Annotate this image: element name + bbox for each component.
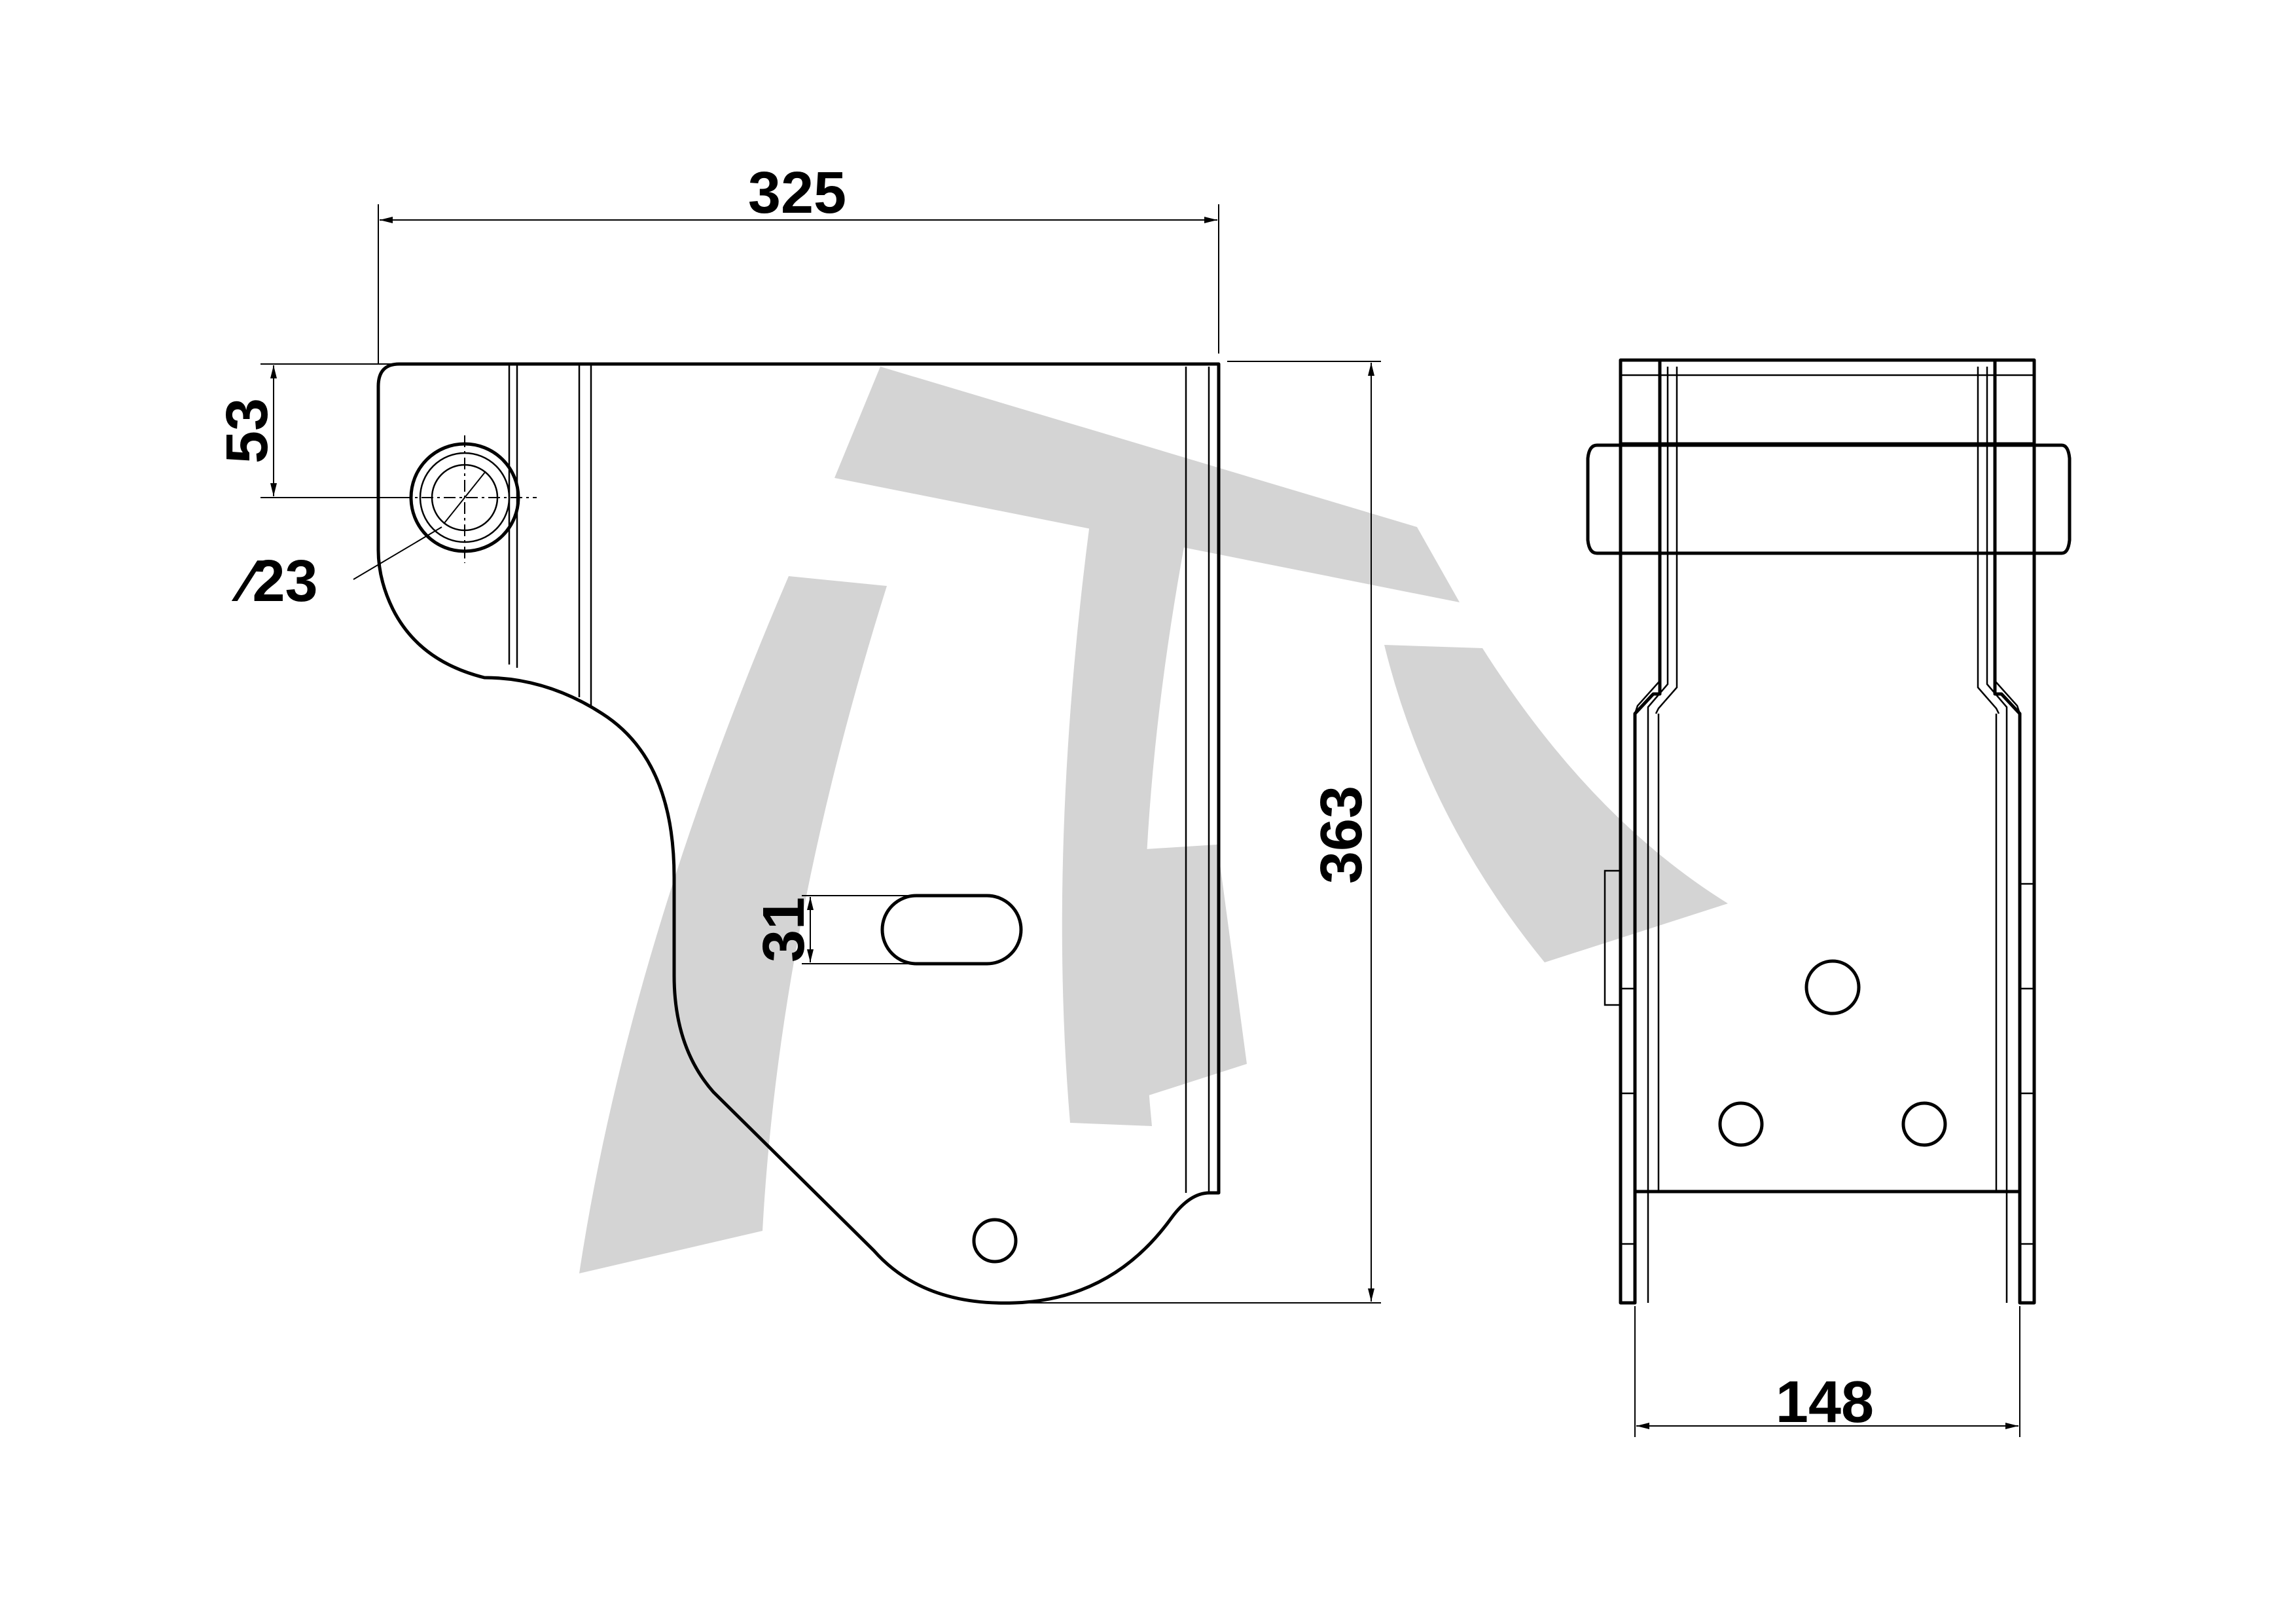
side-view	[1586, 358, 2072, 1305]
dim-363-label: 363	[1309, 786, 1374, 884]
top-header-bar	[1619, 358, 2036, 446]
dim-31-label: 31	[751, 897, 817, 962]
pin-diameter-leader	[353, 526, 442, 580]
adjustment-slot	[880, 894, 1023, 966]
front-view	[353, 362, 1221, 1305]
dim-325-label: 325	[748, 160, 846, 226]
dim-slot-width: 31	[751, 895, 913, 964]
right-inner-plate	[1994, 367, 2021, 714]
dim-diameter-23-label: ∕23	[231, 549, 317, 614]
dim-side-width: 148	[1634, 1306, 2020, 1437]
side-mounting-hole-top	[1804, 959, 1861, 1015]
pin-shaft	[1586, 443, 2072, 555]
left-inner-plate	[1634, 367, 1661, 714]
side-tab	[1604, 869, 1621, 1006]
right-side-plate	[1993, 360, 2036, 1305]
dim-pin-diameter: ∕23	[231, 549, 317, 614]
dim-53-label: 53	[215, 398, 280, 464]
dim-overall-height: 363	[1021, 361, 1381, 1304]
mounting-hole-bottom	[972, 1218, 1018, 1264]
bracket-plate-outline	[376, 362, 1221, 1305]
logo-watermark	[579, 367, 1728, 1273]
side-mounting-hole-right	[1901, 1101, 1947, 1147]
dim-148-label: 148	[1776, 1370, 1874, 1435]
dim-overall-width: 325	[378, 160, 1219, 364]
pin-diameter-arrow	[443, 471, 486, 524]
side-mounting-hole-left	[1718, 1101, 1764, 1147]
dim-pin-offset: 53	[215, 363, 399, 498]
